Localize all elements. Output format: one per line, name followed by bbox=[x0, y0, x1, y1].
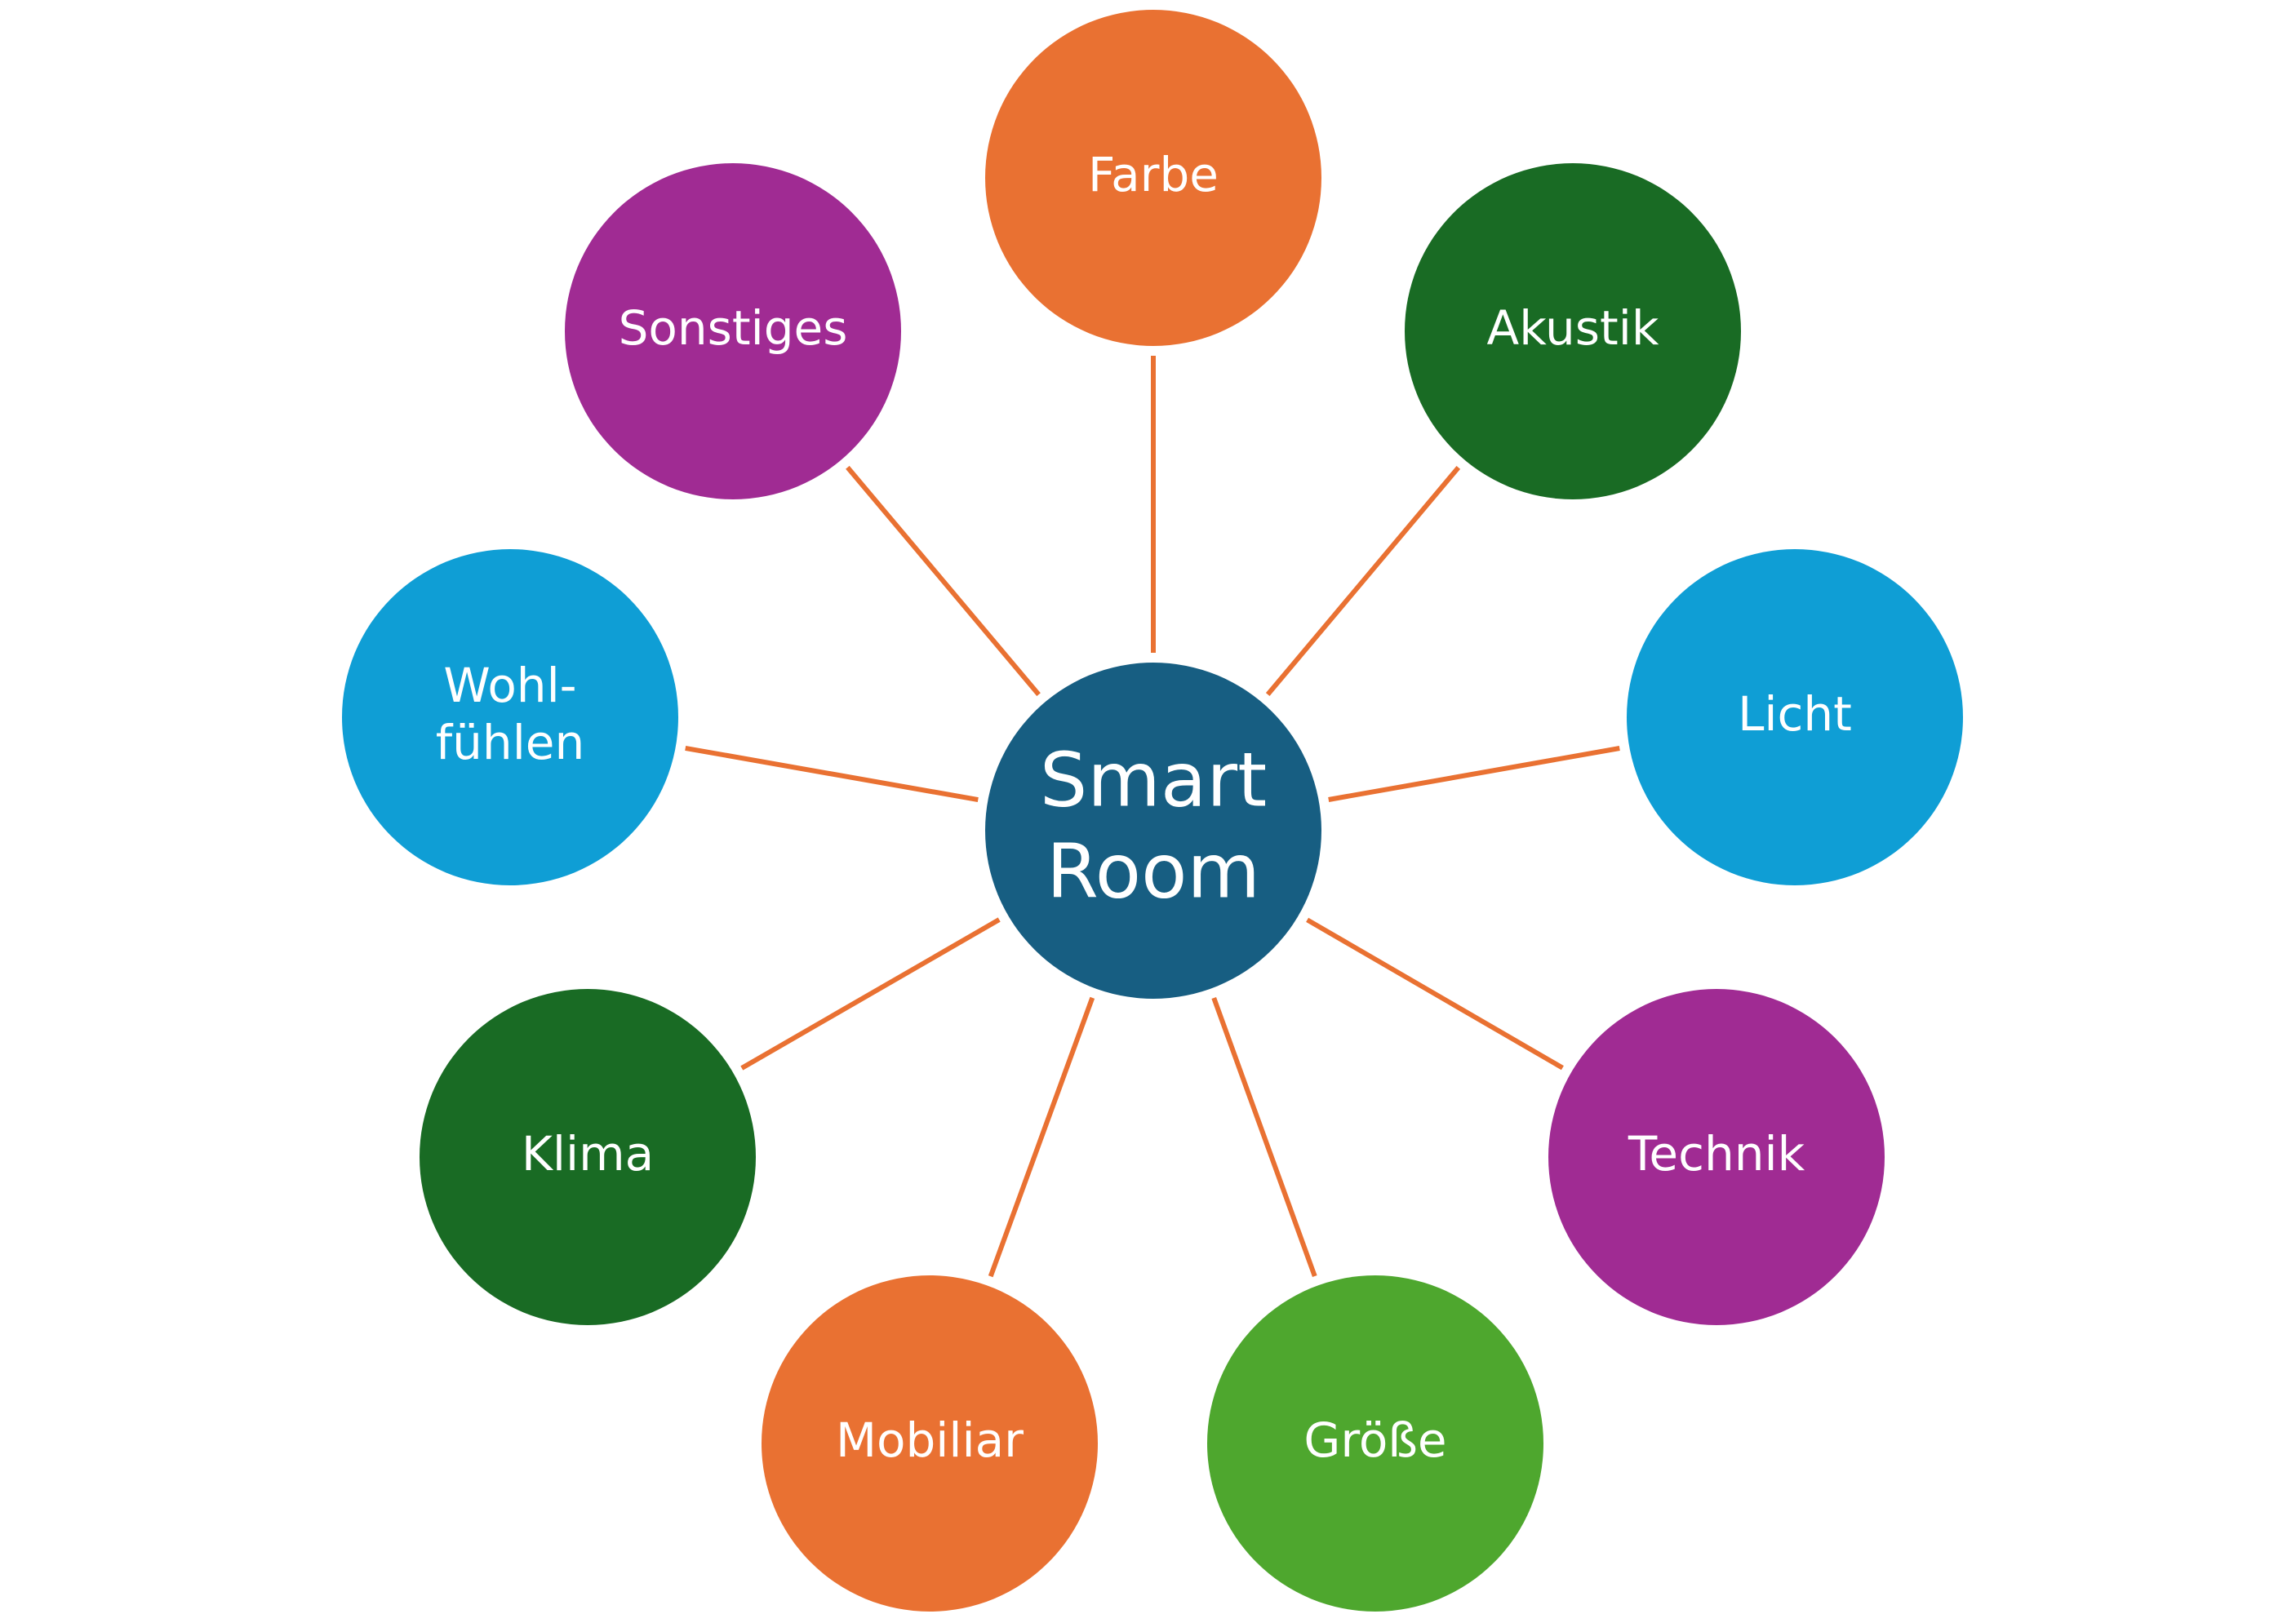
connector-licht bbox=[1328, 746, 1620, 802]
node-circle-wohlfuehlen bbox=[342, 549, 678, 885]
node-circle-farbe bbox=[985, 10, 1321, 346]
node-label-groesse: Größe bbox=[1303, 1412, 1446, 1468]
connectors bbox=[685, 356, 1620, 1278]
connector-mobiliar bbox=[988, 996, 1095, 1278]
node-sonstiges: Sonstiges bbox=[565, 163, 901, 499]
center-circle bbox=[985, 663, 1321, 999]
connector-klima bbox=[740, 917, 1001, 1071]
node-klima: Klima bbox=[420, 989, 756, 1325]
node-akustik: Akustik bbox=[1405, 163, 1741, 499]
node-label-sonstiges: Sonstiges bbox=[619, 300, 848, 356]
node-label-technik: Technik bbox=[1628, 1126, 1805, 1182]
connector-wohlfuehlen bbox=[685, 745, 979, 803]
node-label-licht: Licht bbox=[1738, 686, 1852, 742]
node-farbe: Farbe bbox=[985, 10, 1321, 346]
node-wohlfuehlen: Wohl-fühlen bbox=[342, 549, 678, 885]
node-groesse: Größe bbox=[1207, 1275, 1543, 1612]
node-label-wohlfuehlen: Wohl- bbox=[443, 658, 576, 713]
node-circle-sonstiges bbox=[565, 163, 901, 499]
node-label-klima: Klima bbox=[522, 1126, 654, 1182]
connector-groesse bbox=[1211, 996, 1317, 1278]
node-label-mobiliar: Mobiliar bbox=[836, 1412, 1024, 1468]
center-label: Smart bbox=[1040, 736, 1267, 823]
node-technik: Technik bbox=[1548, 989, 1885, 1325]
node-licht: Licht bbox=[1627, 549, 1963, 885]
node-circle-licht bbox=[1627, 549, 1963, 885]
node-circle-technik bbox=[1548, 989, 1885, 1325]
node-circle-groesse bbox=[1207, 1275, 1543, 1612]
node-label-wohlfuehlen: fühlen bbox=[436, 715, 585, 770]
node-label-akustik: Akustik bbox=[1487, 300, 1659, 356]
connector-akustik bbox=[1265, 465, 1461, 697]
center-label: Room bbox=[1046, 827, 1260, 915]
connector-technik bbox=[1306, 917, 1564, 1071]
node-circle-klima bbox=[420, 989, 756, 1325]
node-label-farbe: Farbe bbox=[1088, 147, 1219, 202]
node-circle-akustik bbox=[1405, 163, 1741, 499]
connector-sonstiges bbox=[846, 465, 1041, 697]
node-mobiliar: Mobiliar bbox=[762, 1275, 1098, 1612]
node-circle-mobiliar bbox=[762, 1275, 1098, 1612]
